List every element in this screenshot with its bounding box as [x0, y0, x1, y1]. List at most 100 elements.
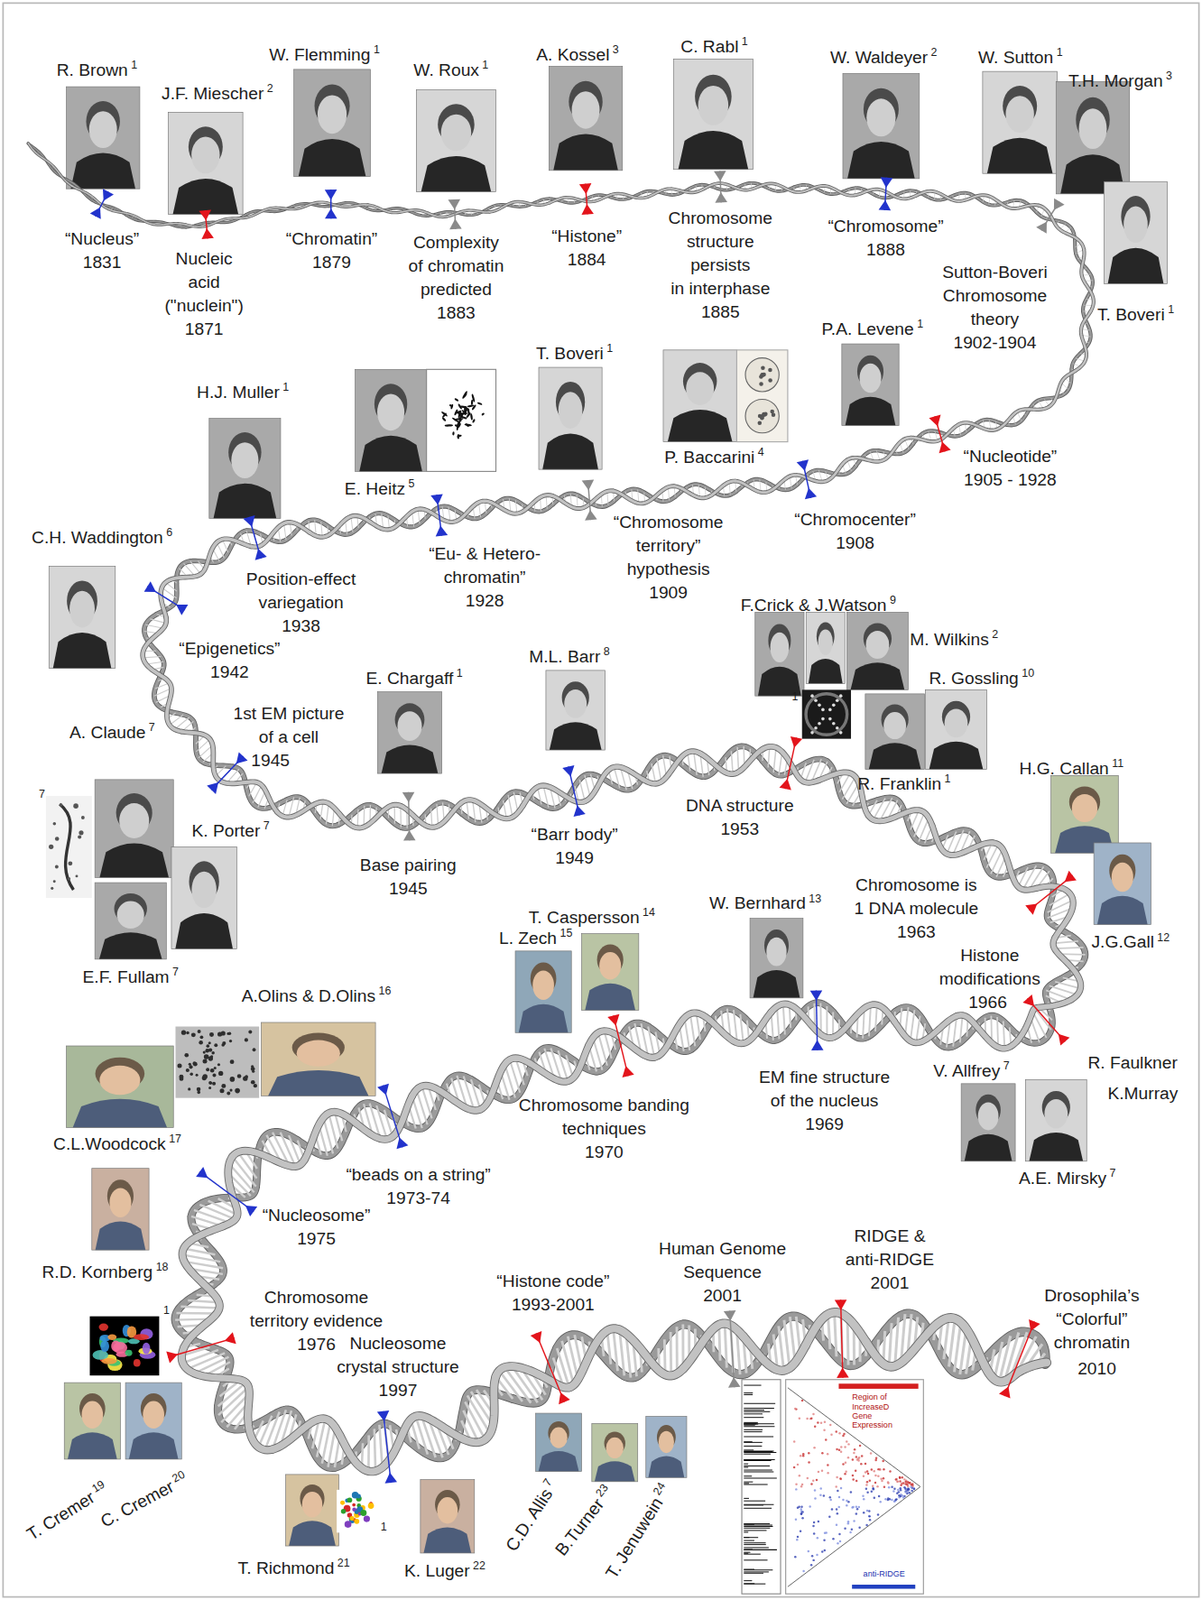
dna-helix-part: [771, 1003, 834, 1038]
portrait-photo: [1103, 181, 1167, 284]
ridge-inset-part: [743, 1504, 774, 1506]
ridge-inset-part: [877, 1475, 879, 1478]
portrait-photo-part: [89, 110, 118, 148]
dna-helix-part: [222, 1156, 238, 1227]
ridge-inset-part: [828, 1516, 831, 1518]
dna-helix-part: [306, 202, 369, 207]
portrait-photo-part: [865, 693, 925, 770]
ridge-inset-part: [840, 1445, 842, 1448]
dna-helix-part: [356, 1096, 412, 1140]
dna-helix-part: [190, 530, 247, 563]
portrait-photo-part: [745, 398, 779, 433]
dna-helix-part: [250, 522, 310, 547]
dna-helix-part: [932, 825, 993, 856]
portrait-photo: [673, 59, 753, 170]
ridge-inset-part: [834, 1485, 837, 1488]
ridge-inset-part: [801, 1510, 804, 1513]
portrait-photo: [865, 693, 925, 770]
ridge-inset-part: [741, 1379, 781, 1594]
portrait-photo: [646, 1415, 687, 1478]
portrait-photo-part: [1093, 842, 1151, 925]
ridge-inset-part: [829, 1498, 832, 1501]
dna-helix-part: [841, 776, 855, 800]
ridge-inset-part: [894, 1498, 897, 1501]
ridge-inset-part: [862, 1475, 865, 1478]
portrait-photo-part: [558, 391, 583, 429]
portrait-photo-part: [423, 1526, 472, 1553]
portrait-photo-part: [317, 94, 347, 134]
ridge-inset-part: [743, 1544, 766, 1545]
ridge-inset-part: [743, 1483, 768, 1485]
dna-helix-part: [288, 1135, 301, 1165]
ridge-inset-part: [835, 1430, 838, 1433]
portrait-photo-part: [336, 1489, 378, 1533]
portrait-photo-part: [94, 779, 174, 879]
dna-helix-part: [990, 849, 1003, 875]
portrait-photo-part: [213, 483, 278, 519]
ridge-inset-part: [811, 1554, 814, 1557]
portrait-photo-part: [1093, 842, 1151, 925]
dna-helix-part: [340, 1434, 399, 1471]
dna-helix-part: [190, 530, 247, 563]
portrait-photo-part: [90, 1316, 160, 1377]
portrait-photo-part: [359, 435, 423, 472]
dna-helix-part: [683, 1323, 747, 1375]
portrait-photo-part: [48, 566, 115, 669]
dna-helix-part: [462, 1376, 497, 1443]
ridge-inset-part: [901, 1494, 904, 1497]
dna-helix-part: [642, 751, 701, 785]
dna-helix-part: [340, 1434, 399, 1471]
ridge-inset-part: [810, 1482, 813, 1485]
portrait-photo-part: [606, 1437, 624, 1459]
portrait-photo-part: [549, 1427, 567, 1449]
ridge-inset-part: [743, 1423, 775, 1424]
portrait-photo-part: [441, 114, 472, 152]
portrait-photo-part: [515, 951, 572, 1033]
dna-helix-part: [246, 205, 306, 218]
portrait-photo-part: [925, 689, 988, 769]
portrait-photo-part: [869, 742, 922, 769]
dna-helix-part: [866, 1332, 929, 1368]
ridge-inset-part: [870, 1489, 873, 1492]
portrait-photo-part: [133, 1333, 149, 1341]
dna-helix-part: [309, 515, 370, 537]
portrait-photo-part: [646, 1415, 687, 1478]
ridge-inset-part: [826, 1452, 829, 1455]
dna-helix-part: [200, 538, 251, 574]
portrait-photo-part: [532, 970, 555, 1001]
ridge-inset-part: [881, 1460, 884, 1462]
portrait-photo-part: [802, 689, 851, 739]
dna-helix-part: [1053, 937, 1082, 1000]
portrait-photo-part: [168, 111, 244, 214]
ridge-inset-part: [795, 1538, 798, 1541]
ridge-inset-part: [793, 1440, 796, 1443]
dna-helix-part: [776, 1006, 779, 1039]
portrait-photo-part: [100, 1340, 110, 1352]
ridge-inset-part: [805, 1417, 808, 1420]
ridge-inset-part: [867, 1472, 870, 1475]
ridge-inset-part: [743, 1449, 754, 1451]
ridge-inset-part: [890, 1498, 893, 1501]
portrait-photo-part: [865, 693, 925, 770]
dna-helix-part: [579, 774, 642, 791]
dna-helix-part: [184, 1283, 220, 1348]
portrait-photo-part: [471, 399, 474, 406]
portrait-photo-part: [1051, 775, 1119, 853]
ridge-inset-part: [882, 1468, 885, 1471]
portrait-photo-part: [99, 1323, 109, 1332]
ridge-inset-part: [743, 1504, 764, 1506]
dna-helix-part: [700, 748, 764, 775]
portrait-photo-part: [663, 350, 737, 443]
ridge-inset-part: [903, 1486, 906, 1489]
portrait-photo-part: [449, 404, 454, 408]
portrait-photo-part: [944, 709, 969, 739]
dna-helix-part: [647, 1026, 655, 1058]
dna-helix-part: [184, 1283, 220, 1348]
ridge-inset-part: [835, 1524, 838, 1526]
ridge-inset-part: [879, 1478, 882, 1480]
ridge-inset-part: [796, 1535, 799, 1538]
portrait-photo-part: [673, 59, 753, 170]
dna-helix-part: [1081, 249, 1094, 313]
ridge-inset-part: [743, 1497, 749, 1499]
portrait-photo-part: [810, 730, 814, 735]
